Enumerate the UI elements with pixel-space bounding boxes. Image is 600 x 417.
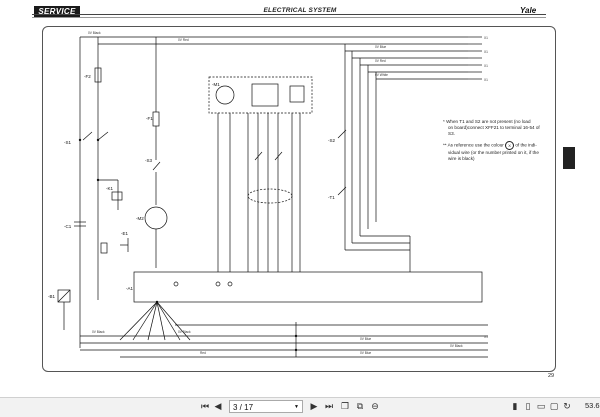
copy-icon[interactable]: ❐ <box>340 402 350 412</box>
fit-width-icon[interactable]: ▭ <box>536 402 546 412</box>
page-number: 29 <box>548 373 555 379</box>
page-number-field[interactable]: 3 / 17 ▼ <box>229 400 303 413</box>
two-page-icon[interactable]: ▯ <box>525 402 531 412</box>
header-rule <box>32 14 546 15</box>
header-rule-secondary <box>32 17 546 18</box>
note-line-4-row: ** As reference use the colour X of the … <box>443 141 553 150</box>
note-line-3: S3. <box>448 131 455 136</box>
label-S3: -S3 <box>145 158 153 163</box>
svg-text:0V Red: 0V Red <box>178 38 189 42</box>
schematic-frame <box>42 26 556 372</box>
svg-text:0V Black: 0V Black <box>92 330 105 334</box>
label-E1: -E1 <box>121 231 129 236</box>
svg-text:X1: X1 <box>484 50 488 54</box>
colour-reference-symbol: X <box>505 141 515 150</box>
svg-text:Red: Red <box>200 351 206 355</box>
service-badge: SERVICE <box>34 6 80 17</box>
label-T1: -T1 <box>328 195 335 200</box>
svg-text:0V Blue: 0V Blue <box>360 337 371 341</box>
svg-text:X1: X1 <box>484 36 488 40</box>
svg-text:X1: X1 <box>484 78 488 82</box>
svg-text:0V Black: 0V Black <box>450 344 463 348</box>
svg-text:0V Blue: 0V Blue <box>360 351 371 355</box>
note-line-4: ** As reference use the colour <box>443 142 504 148</box>
note-line-6: vidual wire (or the number printed on it… <box>448 150 539 155</box>
last-page-icon[interactable]: ⏭ <box>324 402 334 412</box>
rotate-icon[interactable]: ↻ <box>563 402 571 412</box>
document-page: SERVICE ELECTRICAL SYSTEM Yale <box>32 6 556 379</box>
svg-text:X1: X1 <box>484 335 488 339</box>
page-field-value: 3 / 17 <box>233 403 254 412</box>
svg-text:0V White: 0V White <box>375 73 388 77</box>
chevron-down-icon[interactable]: ▼ <box>294 404 299 410</box>
label-B1: -B1 <box>48 294 56 299</box>
label-F2: -F2 <box>84 74 91 79</box>
label-M2: -M2 <box>136 216 144 221</box>
viewer-toolbar: ⏮ ◀ 3 / 17 ▼ ▶ ⏭ ❐ ⧉ ⊖ ▮ ▯ ▭ ▢ ↻ 53.6 <box>0 397 600 417</box>
brand-logo: Yale <box>520 6 537 15</box>
label-S2: -S2 <box>328 138 336 143</box>
svg-text:0V Black: 0V Black <box>178 330 191 334</box>
note-line-1: * When T1 and S2 are not present (no loa… <box>443 119 531 124</box>
svg-text:0V Blue: 0V Blue <box>375 45 386 49</box>
label-K1: -K1 <box>106 186 114 191</box>
label-S1: -S1 <box>64 140 72 145</box>
next-page-icon[interactable]: ▶ <box>310 402 318 412</box>
section-tab-marker <box>563 147 575 169</box>
first-page-icon[interactable]: ⏮ <box>200 402 210 412</box>
note-line-2: on board)connect XFF21 to terminal 16-54… <box>448 125 540 130</box>
note-line-5: of the indi- <box>515 142 537 148</box>
zoom-out-icon[interactable]: ⊖ <box>371 402 379 412</box>
svg-text:0V Red: 0V Red <box>375 59 386 63</box>
label-F1: -F1 <box>146 116 153 121</box>
paste-icon[interactable]: ⧉ <box>356 402 364 412</box>
note-line-7: wire is black) <box>448 156 475 161</box>
note-block: * When T1 and S2 are not present (no loa… <box>443 119 553 162</box>
page-title: ELECTRICAL SYSTEM <box>263 7 337 14</box>
label-C1: -C1 <box>64 224 72 229</box>
svg-text:0V Black: 0V Black <box>88 31 101 35</box>
previous-page-icon[interactable]: ◀ <box>214 402 222 412</box>
zoom-level[interactable]: 53.6 <box>585 401 600 410</box>
single-page-icon[interactable]: ▮ <box>512 402 518 412</box>
fit-page-icon[interactable]: ▢ <box>549 402 559 412</box>
label-M1: -M1 <box>212 82 220 87</box>
label-A1: -A1 <box>126 286 134 291</box>
svg-text:X1: X1 <box>484 64 488 68</box>
